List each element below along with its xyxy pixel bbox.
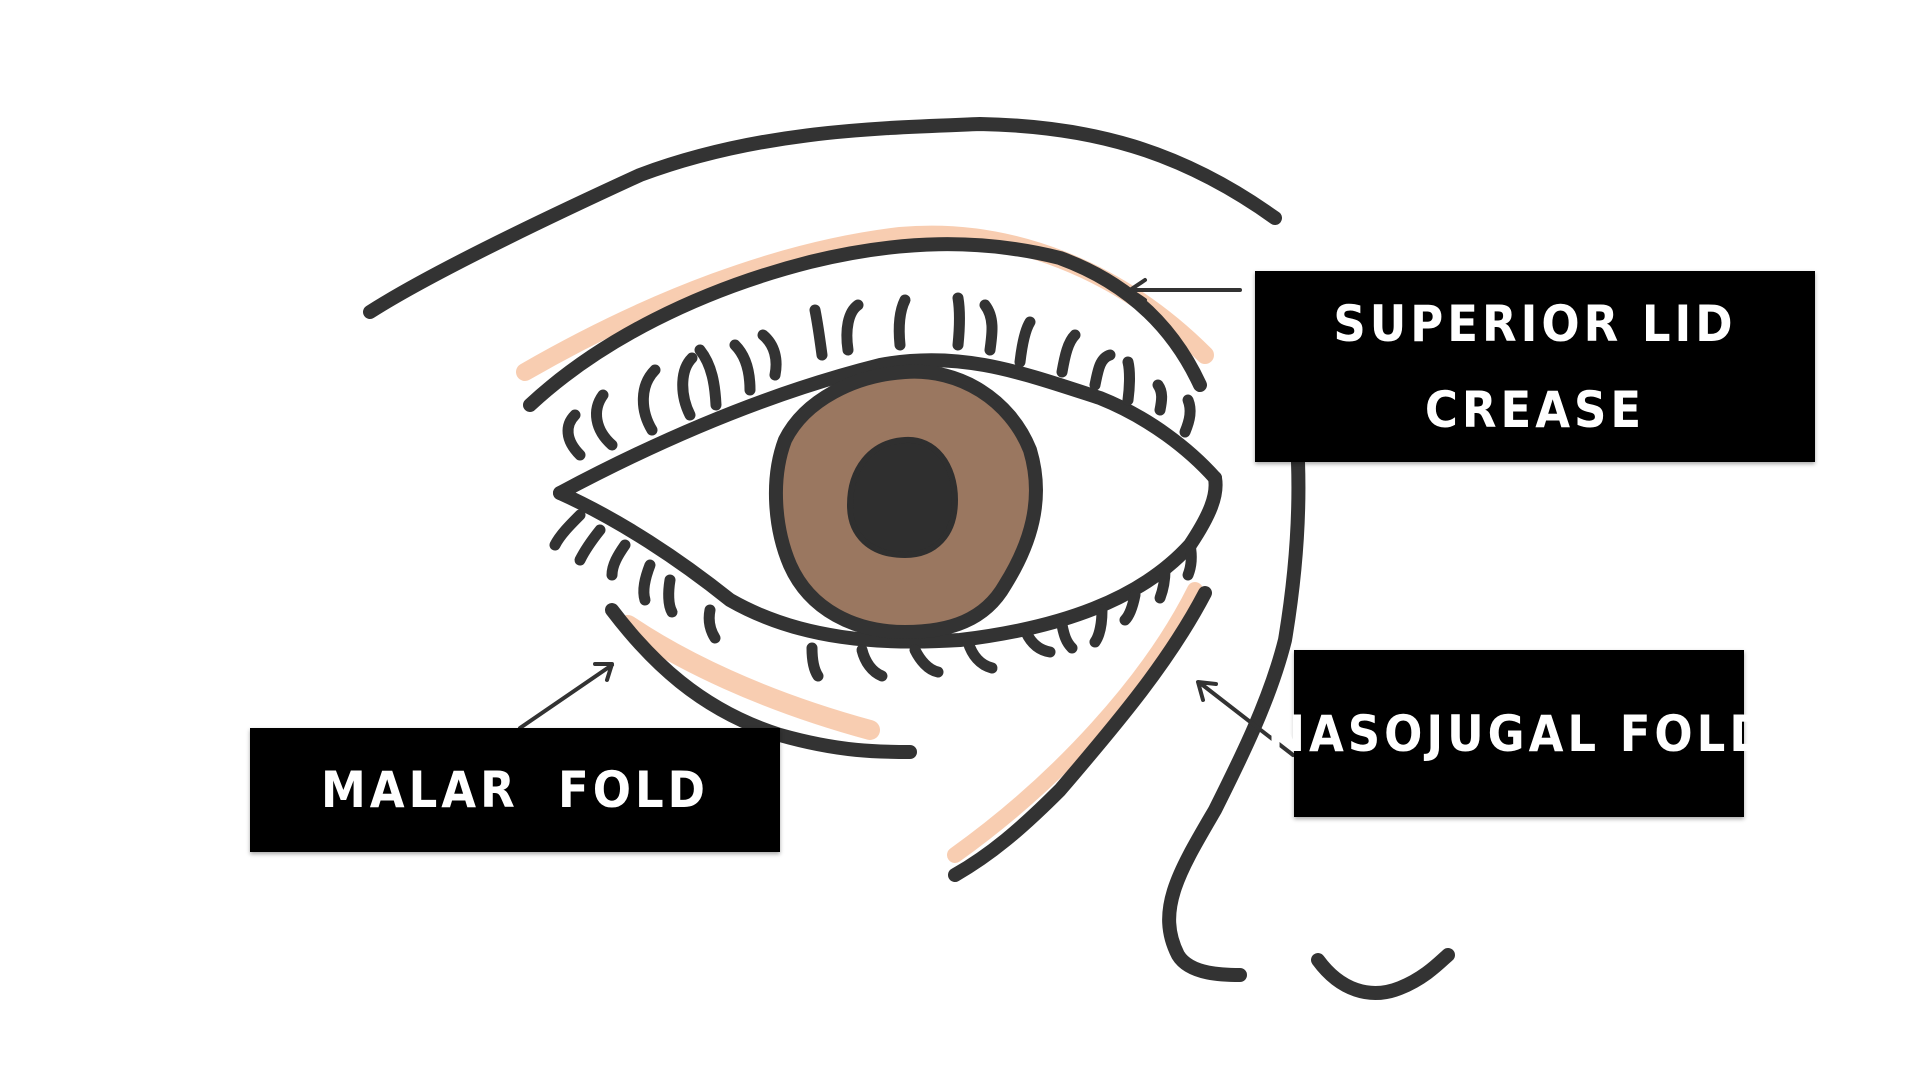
lower-eyelashes xyxy=(549,509,1197,682)
nostril-line xyxy=(1311,948,1455,1000)
nasojugal-fold-label-text: NASOJUGAL FOLD xyxy=(1267,704,1771,763)
upper-eyelashes xyxy=(562,292,1196,461)
nasojugal-fold-highlight xyxy=(947,582,1203,863)
superior-lid-crease-label-line2: CREASE xyxy=(1424,380,1646,439)
pupil xyxy=(846,436,959,559)
pointer-arrows xyxy=(518,278,1295,757)
nasojugal-fold-label: NASOJUGAL FOLD xyxy=(1267,650,1767,817)
nose-bridge-line xyxy=(1162,455,1306,982)
malar-fold-arrow xyxy=(518,662,614,730)
superior-lid-crease-arrow xyxy=(1128,278,1242,302)
superior-lid-crease-label-line1: SUPERIOR LID xyxy=(1333,294,1737,353)
superior-lid-crease-label: SUPERIOR LID CREASE xyxy=(1255,271,1815,462)
nasojugal-fold-line xyxy=(948,586,1212,882)
malar-fold-label: MALAR FOLD xyxy=(250,728,780,852)
superior-lid-crease-line xyxy=(523,237,1207,412)
iris-group xyxy=(768,364,1043,639)
upper-eyelid xyxy=(553,353,1222,500)
malar-fold-highlight xyxy=(618,615,880,740)
nasojugal-fold-arrow xyxy=(1196,680,1295,757)
outline-strokes xyxy=(363,117,1455,1000)
eyebrow-line xyxy=(363,117,1282,319)
malar-fold-label-text: MALAR FOLD xyxy=(321,761,709,819)
